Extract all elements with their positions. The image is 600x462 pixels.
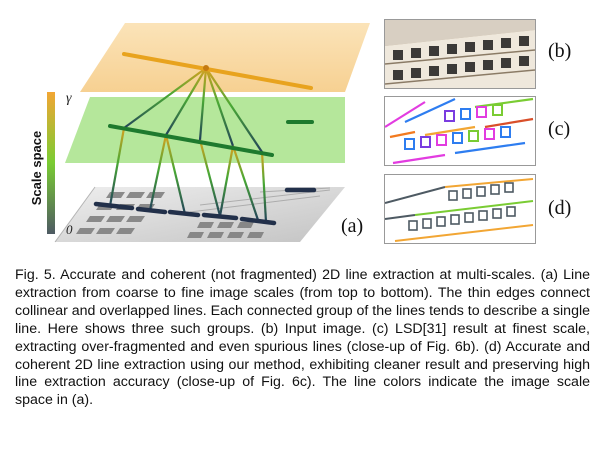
scale-space-diagram [47,23,370,243]
connecting-edges [108,67,302,223]
scale-top-label: γ [66,91,72,106]
middle-plane [65,97,345,163]
coarse-scale-line [122,52,313,90]
panel-label-b: (b) [548,40,572,62]
panel-label-a: (a) [341,215,364,237]
scale-colorbar [47,92,55,234]
inset-lsd-result [384,96,536,166]
coarse-node [203,65,209,71]
figure: Scale space γ 0 (a) [29,19,572,244]
inset-input-image [384,19,536,89]
panel-label-d: (d) [548,197,572,219]
mid-scale-line [108,124,274,157]
top-plane [80,23,370,92]
scale-axis-title: Scale space [29,130,44,206]
scale-bottom-label: 0 [66,222,73,237]
inset-our-result [384,174,536,244]
figure-caption: Fig. 5. Accurate and coherent (not fragm… [15,267,590,409]
panel-label-c: (c) [548,118,571,140]
fine-scale-lines [93,187,317,226]
